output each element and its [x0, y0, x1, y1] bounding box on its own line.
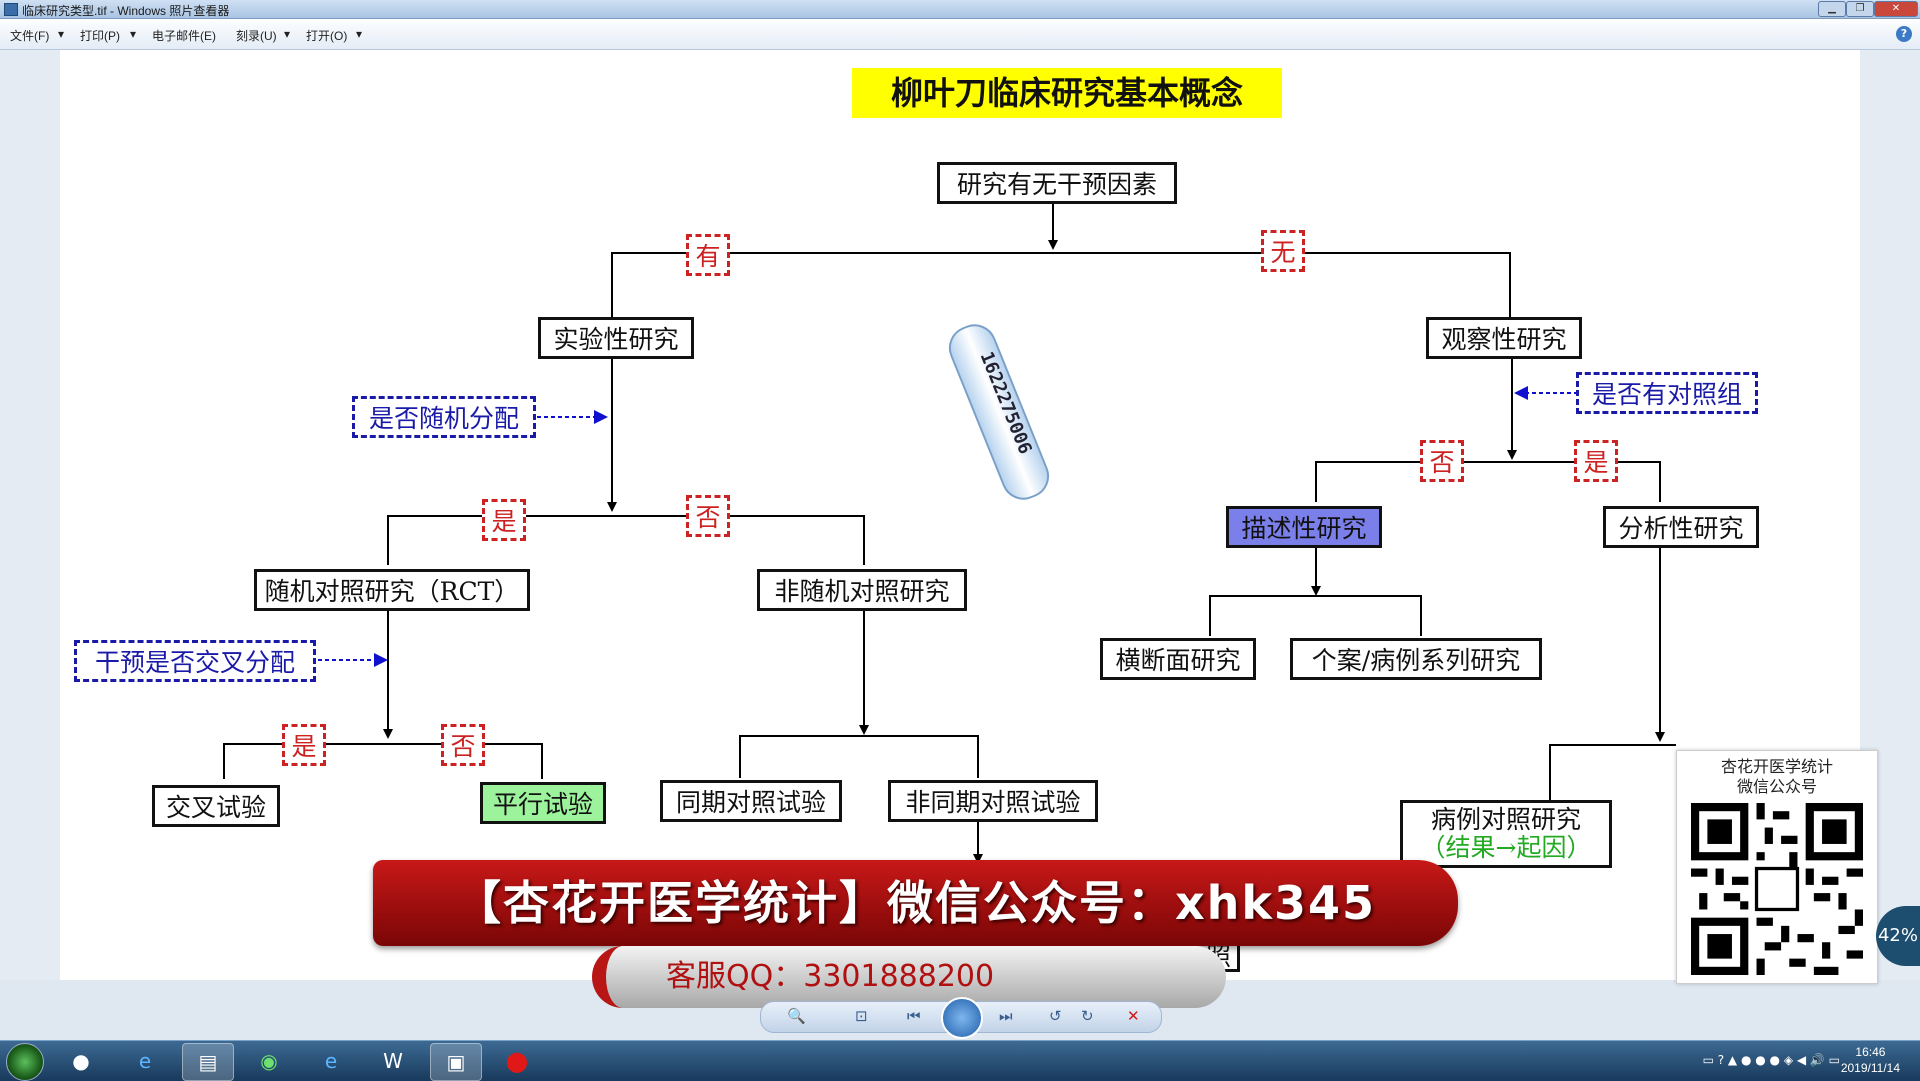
clock[interactable]: 16:46 2019/11/14	[1841, 1044, 1900, 1076]
zoom-icon[interactable]: 🔍	[787, 1007, 806, 1025]
no-label: 否	[441, 724, 485, 766]
nonconcurrent-control-node: 非同期对照试验	[888, 780, 1098, 822]
window-titlebar: 临床研究类型.tif - Windows 照片查看器 ▁ ❐ ✕	[0, 0, 1920, 19]
previous-icon[interactable]: ⏮	[907, 1007, 921, 1025]
maximize-button[interactable]: ❐	[1846, 1, 1874, 17]
qr-title-line1: 杏花开医学统计	[1720, 757, 1833, 776]
ie-browser-icon[interactable]: e	[138, 1049, 152, 1073]
menu-burn[interactable]: 刻录(U)	[236, 29, 277, 43]
chevron-down-icon[interactable]: ▾	[58, 27, 65, 41]
record-icon[interactable]: ⬤	[505, 1049, 529, 1073]
qr-code-icon	[1691, 803, 1863, 975]
casecontrol-note: （结果→起因）	[1420, 833, 1592, 862]
no-label: 无	[1261, 230, 1305, 272]
menu-email[interactable]: 电子邮件(E)	[152, 29, 216, 43]
experimental-node: 实验性研究	[538, 317, 694, 359]
media-app-icon[interactable]: ●	[72, 1049, 90, 1073]
yes-label: 是	[282, 724, 326, 766]
chevron-down-icon[interactable]: ▾	[356, 27, 363, 41]
window-title: 临床研究类型.tif - Windows 照片查看器	[22, 4, 230, 18]
help-icon[interactable]: ?	[1896, 26, 1912, 42]
descriptive-node: 描述性研究	[1226, 506, 1382, 548]
close-window-button[interactable]: ✕	[1874, 1, 1918, 17]
no-label: 否	[686, 495, 730, 537]
minimize-button[interactable]: ▁	[1818, 1, 1846, 17]
yes-label: 是	[482, 499, 526, 541]
rotate-right-icon[interactable]: ↻	[1081, 1007, 1094, 1025]
crossover-node: 交叉试验	[152, 785, 280, 827]
promo-banner: 【杏花开医学统计】微信公众号：xhk345	[373, 860, 1458, 946]
clock-time: 16:46	[1855, 1045, 1886, 1059]
yes-label: 是	[1574, 440, 1618, 482]
chevron-down-icon[interactable]: ▾	[284, 27, 291, 41]
root-node: 研究有无干预因素	[937, 162, 1177, 204]
analytic-node: 分析性研究	[1603, 506, 1759, 548]
file-explorer-icon[interactable]: ▤	[182, 1043, 234, 1081]
viewer-controls: 🔍 ⊡ ⏮ ⏭ ↺ ↻ ✕	[760, 997, 1162, 1039]
photo-viewer-app-icon	[4, 3, 18, 16]
rct-node: 随机对照研究（RCT）	[254, 569, 530, 611]
ie-browser-icon[interactable]: e	[324, 1049, 338, 1073]
contact-banner: 客服QQ：3301888200	[592, 946, 1226, 1008]
qr-panel: 杏花开医学统计 微信公众号	[1676, 750, 1878, 984]
qr-title-line2: 微信公众号	[1736, 777, 1817, 796]
casecontrol-node: 病例对照研究 （结果→起因）	[1400, 800, 1612, 868]
clock-date: 2019/11/14	[1840, 1061, 1900, 1075]
menu-bar: 文件(F) ▾ 打印(P) ▾ 电子邮件(E) 刻录(U) ▾ 打开(O) ▾ …	[0, 19, 1920, 50]
taskbar: ● e ▤ ◉ e W ▣ ⬤ ▭ ? ▲ ● ● ● ◈ ◀ 🔊 ▭ 16:4…	[0, 1040, 1920, 1081]
crosssectional-node: 横断面研究	[1100, 638, 1256, 680]
no-label: 否	[1420, 440, 1464, 482]
question-control-group: 是否有对照组	[1576, 372, 1758, 414]
browser-app-icon[interactable]: ◉	[260, 1049, 278, 1073]
nonrandom-node: 非随机对照研究	[757, 569, 967, 611]
actual-size-icon[interactable]: ⊡	[855, 1007, 868, 1025]
photo-viewer-task-icon[interactable]: ▣	[430, 1043, 482, 1081]
next-icon[interactable]: ⏭	[999, 1007, 1013, 1025]
contact-banner-text: 客服QQ：3301888200	[666, 959, 995, 994]
question-cross-allocation: 干预是否交叉分配	[74, 640, 316, 682]
parallel-node: 平行试验	[480, 782, 606, 824]
slideshow-button[interactable]	[941, 997, 983, 1039]
menu-file[interactable]: 文件(F)	[10, 29, 50, 43]
menu-print[interactable]: 打印(P)	[80, 29, 120, 43]
chevron-down-icon[interactable]: ▾	[130, 27, 137, 41]
menu-open[interactable]: 打开(O)	[306, 29, 348, 43]
question-random-allocation: 是否随机分配	[352, 396, 536, 438]
rotate-left-icon[interactable]: ↺	[1049, 1007, 1062, 1025]
yes-label: 有	[686, 234, 730, 276]
side-widget[interactable]: 42%	[1876, 906, 1920, 966]
caseseries-node: 个案/病例系列研究	[1290, 638, 1542, 680]
qr-title: 杏花开医学统计 微信公众号	[1677, 757, 1877, 797]
concurrent-control-node: 同期对照试验	[660, 780, 842, 822]
diagram-title: 柳叶刀临床研究基本概念	[852, 68, 1282, 118]
wps-writer-icon[interactable]: W	[383, 1049, 403, 1073]
start-button[interactable]	[6, 1043, 44, 1081]
observational-node: 观察性研究	[1426, 317, 1582, 359]
casecontrol-label: 病例对照研究	[1430, 805, 1581, 834]
system-tray[interactable]: ▭ ? ▲ ● ● ● ◈ ◀ 🔊 ▭	[1702, 1053, 1840, 1067]
promo-banner-text: 【杏花开医学统计】微信公众号：xhk345	[454, 876, 1377, 930]
delete-icon[interactable]: ✕	[1127, 1007, 1140, 1025]
